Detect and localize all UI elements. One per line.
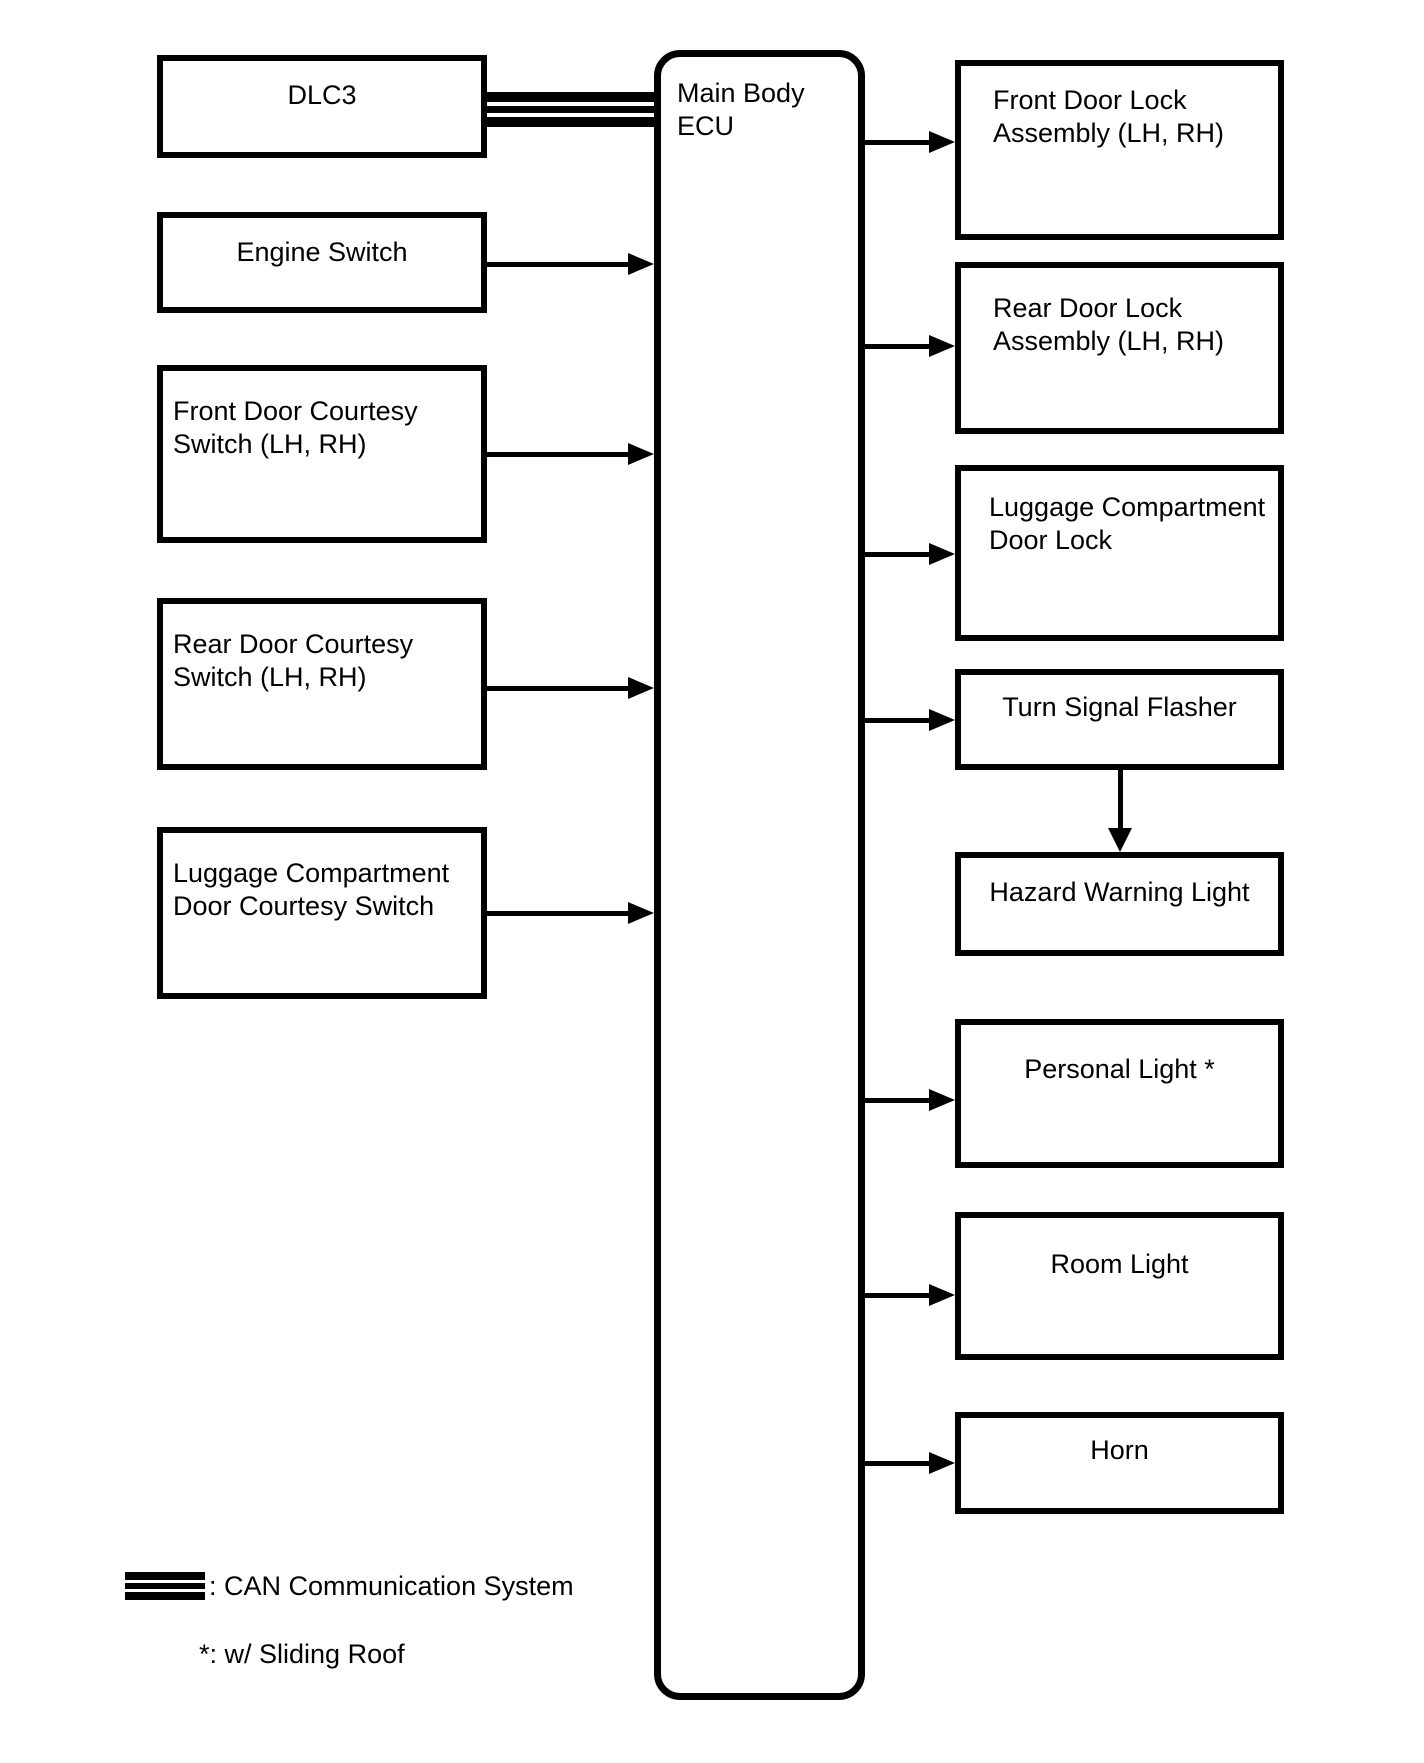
legend-can-label: : CAN Communication System: [209, 1571, 574, 1601]
node-front-door-lock: Front Door Lock Assembly (LH, RH): [955, 60, 1284, 240]
can-bar: [485, 117, 654, 127]
can-connection-dlc3-to-ecu: [485, 92, 654, 127]
arrow-line: [1118, 770, 1123, 832]
arrow-head: [929, 543, 955, 565]
node-horn: Horn: [955, 1412, 1284, 1514]
arrow-line: [865, 1098, 933, 1103]
node-dlc3-label: DLC3: [287, 80, 357, 110]
node-rear-door-lock: Rear Door Lock Assembly (LH, RH): [955, 262, 1284, 434]
arrow-line: [487, 911, 632, 916]
arrow-line: [865, 1461, 933, 1466]
arrow-head: [628, 902, 654, 924]
arrow-line: [865, 1293, 933, 1298]
legend-can-symbol: [125, 1572, 205, 1600]
node-turn-signal-flasher-label: Turn Signal Flasher: [1002, 692, 1237, 722]
ecu-label: Main Body ECU: [677, 78, 805, 141]
arrow-head: [929, 1284, 955, 1306]
ecu-box: Main Body ECU: [654, 50, 865, 1700]
node-rear-door-courtesy-switch-label: Rear Door Courtesy Switch (LH, RH): [173, 629, 414, 692]
node-horn-label: Horn: [1090, 1435, 1149, 1465]
arrow-head: [929, 131, 955, 153]
node-turn-signal-flasher: Turn Signal Flasher: [955, 669, 1284, 770]
arrow-line: [487, 686, 632, 691]
can-bar: [125, 1572, 205, 1580]
arrow-line: [865, 718, 933, 723]
node-rear-door-courtesy-switch: Rear Door Courtesy Switch (LH, RH): [157, 598, 487, 770]
arrow-line: [865, 552, 933, 557]
can-bar: [485, 106, 654, 113]
arrow-head: [628, 253, 654, 275]
node-luggage-courtesy-switch: Luggage Compartment Door Courtesy Switch: [157, 827, 487, 999]
can-bar: [125, 1583, 205, 1589]
node-rear-door-lock-label: Rear Door Lock Assembly (LH, RH): [993, 293, 1225, 356]
arrow-head: [929, 709, 955, 731]
arrow-head: [628, 443, 654, 465]
node-luggage-door-lock-label: Luggage Compartment Door Lock: [989, 492, 1266, 555]
node-luggage-courtesy-switch-label: Luggage Compartment Door Courtesy Switch: [173, 858, 450, 921]
node-dlc3: DLC3: [157, 55, 487, 158]
can-bar: [485, 92, 654, 102]
node-hazard-warning-light: Hazard Warning Light: [955, 852, 1284, 956]
node-front-door-courtesy-switch: Front Door Courtesy Switch (LH, RH): [157, 365, 487, 543]
node-front-door-courtesy-switch-label: Front Door Courtesy Switch (LH, RH): [173, 396, 418, 459]
node-personal-light-label: Personal Light *: [1024, 1054, 1215, 1084]
arrow-line: [487, 262, 632, 267]
node-personal-light: Personal Light *: [955, 1019, 1284, 1168]
node-room-light-label: Room Light: [1050, 1249, 1189, 1279]
can-bar: [125, 1592, 205, 1600]
legend-sliding-roof-label: *: w/ Sliding Roof: [199, 1639, 405, 1669]
arrow-line: [865, 140, 933, 145]
arrow-head: [929, 335, 955, 357]
node-hazard-warning-light-label: Hazard Warning Light: [989, 877, 1250, 907]
arrow-head: [929, 1089, 955, 1111]
arrow-head: [628, 677, 654, 699]
arrow-head: [929, 1452, 955, 1474]
arrow-line: [487, 452, 632, 457]
node-front-door-lock-label: Front Door Lock Assembly (LH, RH): [993, 85, 1225, 148]
arrow-line: [865, 344, 933, 349]
node-engine-switch-label: Engine Switch: [236, 237, 408, 267]
node-room-light: Room Light: [955, 1212, 1284, 1360]
node-engine-switch: Engine Switch: [157, 212, 487, 313]
arrow-head: [1108, 828, 1132, 852]
node-luggage-door-lock: Luggage Compartment Door Lock: [955, 465, 1284, 641]
